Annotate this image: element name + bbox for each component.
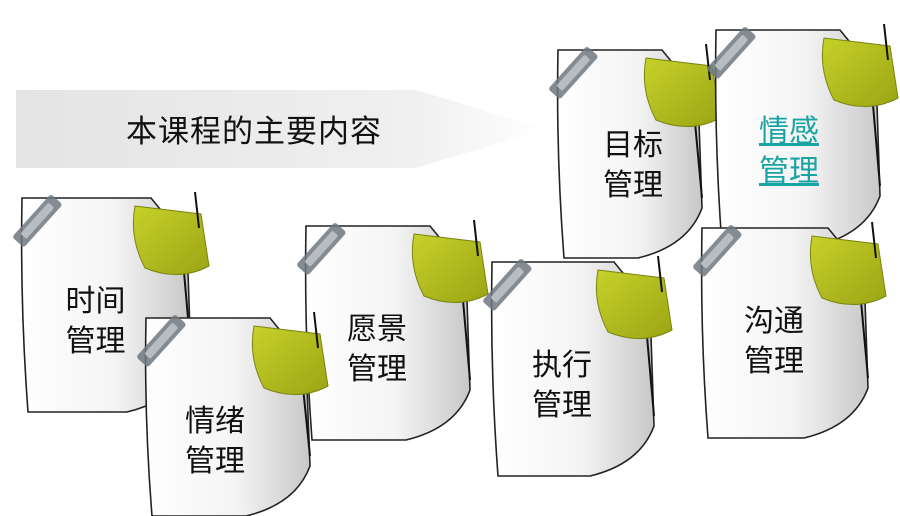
card-goal-management[interactable]: 目标管理	[548, 38, 721, 259]
card-label: 沟通管理	[744, 304, 804, 379]
paper-note-icon	[483, 255, 673, 477]
title-banner: 本课程的主要内容	[16, 90, 546, 168]
card-emotion-management[interactable]: 情感管理	[706, 18, 899, 247]
card-label: 时间管理	[65, 284, 126, 359]
card-link-label[interactable]: 情感管理	[759, 114, 819, 189]
card-execution-management[interactable]: 执行管理	[482, 250, 673, 477]
card-time-management[interactable]: 时间管理	[12, 186, 210, 413]
card-mood-management[interactable]: 情绪管理	[136, 306, 329, 516]
card-label: 执行管理	[532, 348, 592, 423]
card-communication-management[interactable]: 沟通管理	[692, 216, 887, 439]
paper-note-icon	[137, 311, 329, 516]
card-label: 目标管理	[603, 128, 663, 203]
paper-note-icon	[693, 221, 887, 439]
paper-note-icon	[549, 43, 721, 259]
card-label: 情绪管理	[185, 404, 245, 479]
page-title: 本课程的主要内容	[126, 114, 382, 150]
card-label: 愿景管理	[347, 312, 407, 387]
paper-note-icon	[707, 23, 899, 247]
arrow-banner-shape	[16, 90, 546, 168]
card-vision-management[interactable]: 愿景管理	[296, 214, 489, 441]
paper-note-icon	[297, 219, 489, 441]
